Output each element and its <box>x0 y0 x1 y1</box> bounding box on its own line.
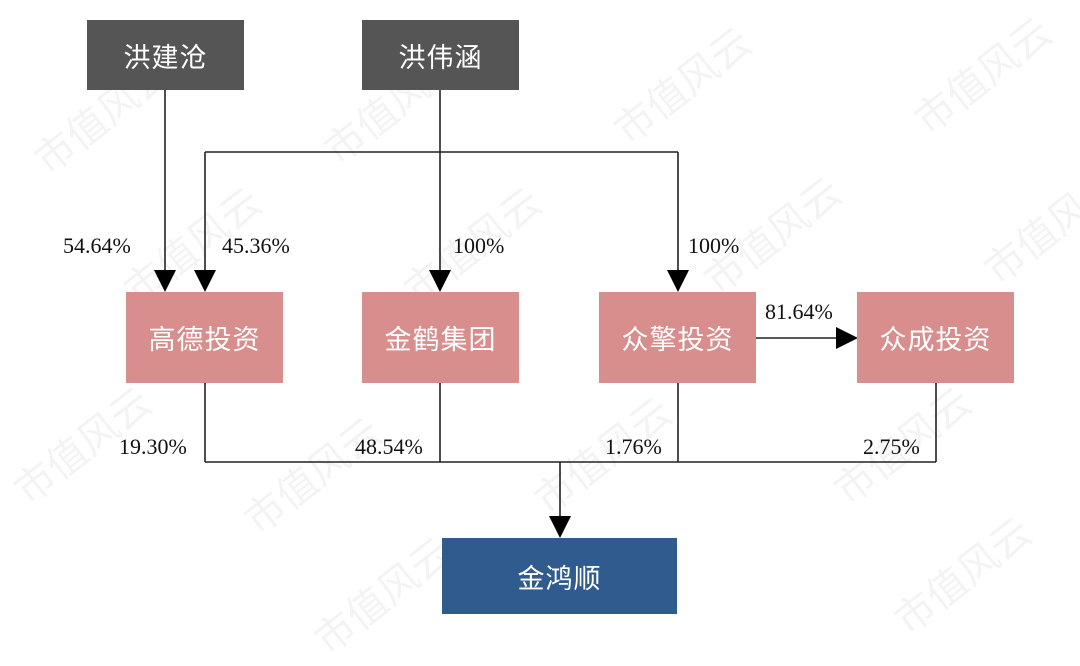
arrowhead <box>429 270 451 292</box>
arrowhead <box>154 270 176 292</box>
edge-label-gaode-target: 19.30% <box>119 434 187 459</box>
node-label: 众擎投资 <box>621 325 734 356</box>
ownership-diagram: 市值风云 市值风云 市值风云 市值风云 市值风云 市值风云 市值风云 市值风云 … <box>6 9 1080 664</box>
connector-lines <box>154 90 937 538</box>
node-label: 洪建沧 <box>123 42 208 74</box>
edge-label-zhongcheng-target: 2.75% <box>863 434 920 459</box>
arrowhead <box>836 327 858 349</box>
node-jinhe: 金鹤集团 <box>362 292 519 383</box>
arrowhead <box>194 270 216 292</box>
edge-label-zhongqing-zhongcheng: 81.64% <box>765 299 833 324</box>
edge-label-hjc-gaode: 54.64% <box>63 233 131 258</box>
node-label: 金鸿顺 <box>517 563 602 595</box>
node-jinhongshun: 金鸿顺 <box>442 538 677 614</box>
edge-label-hwh-zhongqing: 100% <box>688 233 740 258</box>
node-label: 众成投资 <box>879 325 992 356</box>
node-hong-jiancang: 洪建沧 <box>87 20 244 90</box>
node-label: 金鹤集团 <box>384 325 497 356</box>
edge-label-hwh-gaode: 45.36% <box>222 233 290 258</box>
arrowhead <box>549 516 571 538</box>
arrowheads <box>154 270 858 538</box>
edge-label-hwh-jinhe: 100% <box>453 233 505 258</box>
node-gaode: 高德投资 <box>126 292 283 383</box>
node-hong-weihan: 洪伟涵 <box>362 20 519 90</box>
edge-label-jinhe-target: 48.54% <box>355 434 423 459</box>
node-label: 洪伟涵 <box>398 42 483 74</box>
arrowhead <box>667 270 689 292</box>
edge-label-zhongqing-target: 1.76% <box>605 434 662 459</box>
node-label: 高德投资 <box>148 325 261 356</box>
node-zhongcheng: 众成投资 <box>857 292 1014 383</box>
node-zhongqing: 众擎投资 <box>599 292 756 383</box>
